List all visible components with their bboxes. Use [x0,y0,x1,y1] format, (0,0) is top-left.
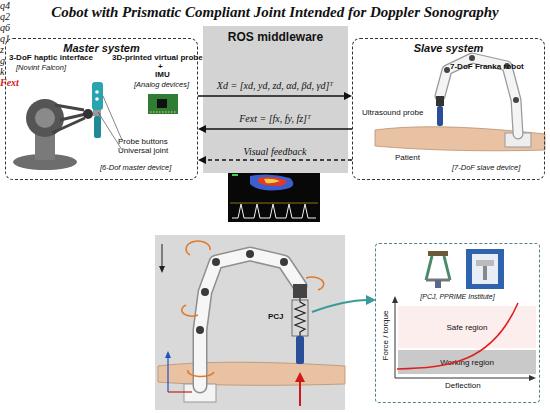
annotation-label: Deflection [445,381,481,390]
edge-label: Xd = [xd, yd, zd, αd, βd, γd]ᵀ [217,80,333,91]
edge-label: Visual feedback [244,146,307,157]
node-text: Safe region [447,323,488,332]
annotation-label: Ultrasound probe [362,108,423,117]
connector-line [205,128,352,130]
annotation-label: Patient [395,153,420,162]
connector-line [198,95,345,97]
diagram-title: Cobot with Prismatic Compliant Joint Int… [0,4,550,21]
connector [198,92,352,100]
node-text: Slave system [353,42,544,54]
annotation-label: q1 [0,33,550,44]
annotation-label: [7-DoF slave device] [452,163,520,172]
y-axis-head [392,296,398,303]
annotation-label: PCJ [268,312,284,321]
annotation-label: 7-DoF Franka robot [450,62,524,71]
connector-line [205,159,352,161]
annotation-label: 3D-printed virtual probe [112,53,203,62]
region-band: Working region [398,350,536,374]
annotation-label: [6-Dof master device] [100,163,171,172]
franka-robot [375,55,545,151]
annotation-label: q6 [0,22,550,33]
pcj-photos [420,249,504,289]
annotation-label: Universal joint [118,146,168,155]
region-band: Safe region [398,306,536,348]
node-text: Master system [6,42,197,54]
doppler-image [228,172,320,222]
annotation-label: [Novint Falcon] [16,63,66,72]
arrow-head [344,92,352,100]
node-text: ROS middleware [203,30,348,44]
node-text: [PCJ, PPRIME Institute] [376,293,539,300]
x-axis [395,378,532,379]
annotation-label: Force / torque [381,303,390,369]
connector [198,156,352,164]
haptic-device [13,99,93,170]
cobot-drawing [158,241,345,406]
stiffness-curve [397,303,518,369]
annotation-label: 3-DoF haptic interface [9,53,93,62]
zoom-arrow [312,295,376,312]
zoom-box: [PCJ, PPRIME Institute] Safe regionWorkin… [375,243,540,403]
x-axis-head [529,375,536,381]
virtual-probe [92,82,122,150]
annotation-label: Probe buttons [118,137,168,146]
annotation-label: [Analog devices] [134,80,189,89]
imu-board [148,94,178,114]
connector [198,125,352,133]
arrow-head [198,125,206,133]
annotation-label: + [158,62,163,71]
annotation-label: IMU [155,70,170,79]
edge-label: Fext = [fx, fy, fz]ᵀ [239,113,311,124]
arrow-head [198,156,206,164]
robot-panel [155,235,345,410]
y-axis [395,300,396,378]
